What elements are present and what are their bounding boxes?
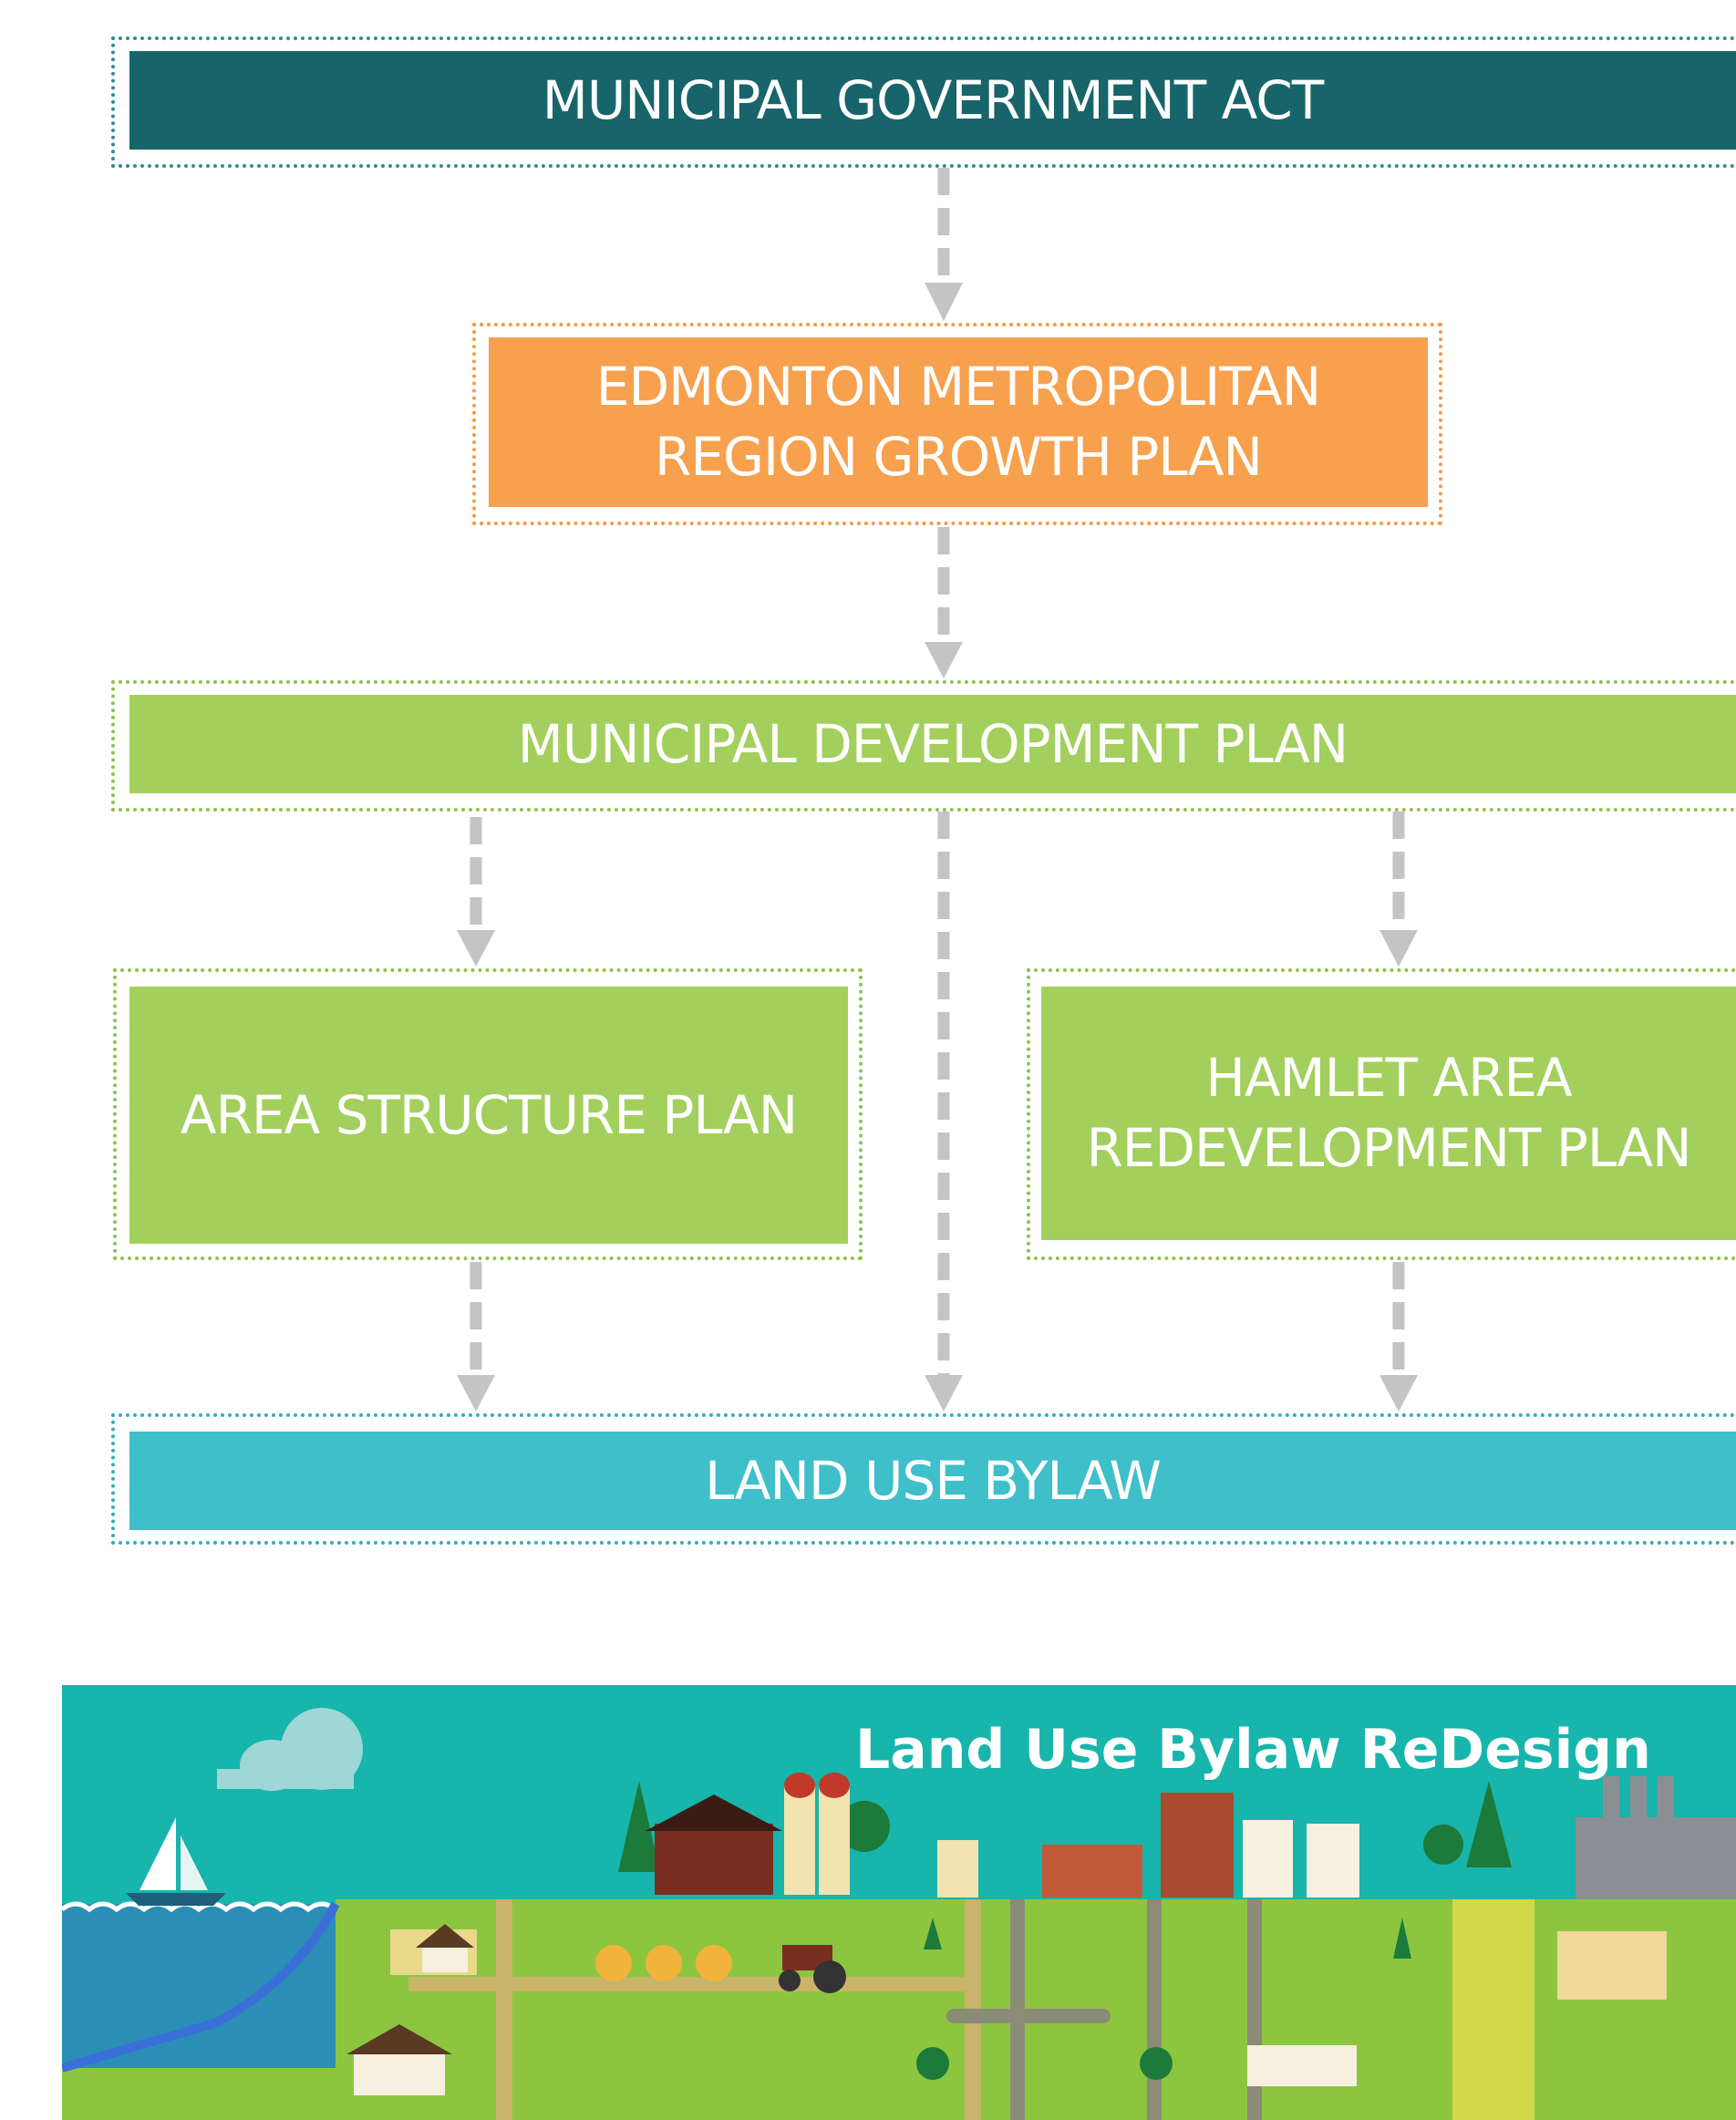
factory-icon <box>1576 1776 1736 1899</box>
lub-frame <box>111 1413 1736 1545</box>
land-use-banner: Land Use Bylaw ReDesign <box>62 1685 1736 2120</box>
barn-icon <box>646 1794 782 1895</box>
mdp-label: MUNICIPAL DEVELOPMENT PLAN <box>517 712 1348 775</box>
house-icon <box>416 1924 474 1972</box>
harp-line-1: HAMLET AREA <box>1205 1047 1572 1110</box>
arrow-head-growth-to-mdp <box>925 642 963 678</box>
lub-label: LAND USE BYLAW <box>705 1449 1162 1512</box>
act-label: MUNICIPAL GOVERNMENT ACT <box>542 68 1324 131</box>
asp-frame <box>113 968 863 1260</box>
silo-icon <box>784 1773 850 1895</box>
banner-illustration <box>62 1685 1736 2120</box>
growth-plan-box: EDMONTON METROPOLITAN REGION GROWTH PLAN <box>489 337 1428 507</box>
mdp-box: MUNICIPAL DEVELOPMENT PLAN <box>129 695 1736 793</box>
arrow-head-asp-to-lub <box>457 1375 495 1412</box>
arrow-head-harp-to-lub <box>1380 1375 1418 1412</box>
arrow-head-mdp-to-harp <box>1380 930 1418 967</box>
lub-box: LAND USE BYLAW <box>129 1432 1736 1530</box>
connector-arrows <box>457 168 1418 1412</box>
growth-plan-line-1: EDMONTON METROPOLITAN <box>595 356 1321 419</box>
arrow-head-mdp-to-asp <box>457 930 495 967</box>
harp-frame <box>1027 968 1736 1260</box>
act-box: MUNICIPAL GOVERNMENT ACT <box>129 51 1736 150</box>
hay-bales <box>595 1945 732 1981</box>
asp-box: AREA STRUCTURE PLAN <box>129 987 848 1244</box>
growth-plan-frame <box>472 323 1442 525</box>
harp-box: HAMLET AREA REDEVELOPMENT PLAN <box>1041 987 1736 1240</box>
banner-title: Land Use Bylaw ReDesign <box>855 1718 1651 1782</box>
sailboat-icon <box>126 1817 226 1906</box>
harp-line-2: REDEVELOPMENT PLAN <box>1086 1117 1691 1179</box>
asp-label: AREA STRUCTURE PLAN <box>180 1083 798 1146</box>
arrow-head-mdp-to-lub <box>925 1375 963 1412</box>
arrow-head-act-to-growth <box>925 283 963 321</box>
tractor-icon <box>779 1945 846 1993</box>
mdp-frame <box>111 680 1736 812</box>
cloud-icon <box>217 1708 363 1791</box>
growth-plan-line-2: REGION GROWTH PLAN <box>655 426 1263 488</box>
act-frame <box>111 36 1736 168</box>
